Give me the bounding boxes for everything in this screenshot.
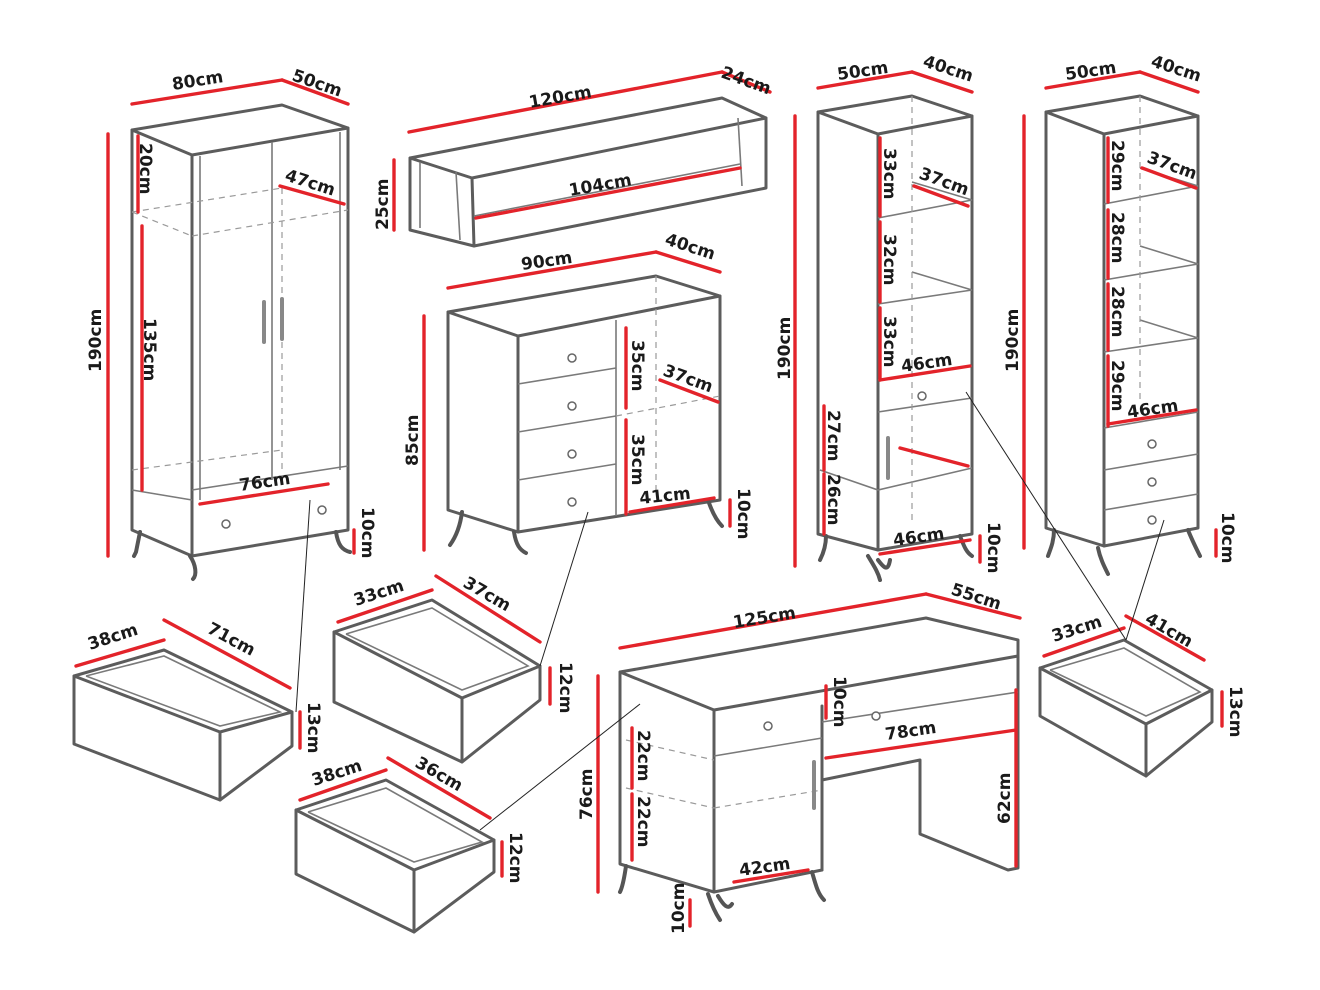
bookcase-door-width-label: 50cm [836, 58, 890, 85]
chest-depth-label: 40cm [662, 230, 717, 265]
chest-width-label: 90cm [520, 248, 574, 275]
bookcase-drawers-height-label: 190cm [1003, 309, 1023, 372]
desk-height-label: 76cm [577, 769, 597, 820]
desk-width-label: 125cm [732, 603, 798, 633]
wardrobe-depth-label: 50cm [289, 66, 344, 102]
chest-shelf-upper-label: 35cm [627, 340, 647, 391]
bookcase-drawers-depth-label: 40cm [1148, 52, 1203, 87]
desk-drawer: 38cm 36cm 12cm [294, 753, 525, 934]
bookcase-drawers-shelf-2-label: 28cm [1107, 212, 1127, 263]
desk-drawer-height-label: 10cm [829, 676, 849, 727]
bookcase-door-shelf-3-label: 33cm [879, 316, 899, 367]
bookcase-door-depth-label: 40cm [920, 52, 975, 87]
desk-leg-height-label: 10cm [669, 883, 689, 934]
bookcase-drawers-shelf-4-label: 29cm [1107, 360, 1127, 411]
wall-shelf-width-label: 120cm [527, 82, 593, 113]
bookcase-door-door-upper-label: 27cm [823, 410, 843, 461]
wall-shelf: 120cm 24cm 25cm 104cm [373, 63, 773, 248]
wardrobe-hanging-label: 135cm [139, 318, 159, 381]
bookcase-drawer-height-label: 13cm [1225, 686, 1245, 737]
bookcase-door-shelf-1-label: 33cm [879, 148, 899, 199]
chest-height-label: 85cm [403, 415, 423, 466]
bookcase-drawer: 33cm 41cm 13cm [1038, 609, 1245, 778]
chest-drawer-depth-label: 33cm [351, 576, 406, 611]
desk-drawer-height-label: 12cm [505, 832, 525, 883]
bookcase-door: 50cm 40cm 190cm 33cm 37cm 32cm 33cm 46cm… [775, 52, 1003, 582]
wardrobe-top-section-label: 20cm [135, 143, 155, 194]
bookcase-door-height-label: 190cm [775, 317, 795, 380]
bookcase-drawers-leg-height-label: 10cm [1217, 512, 1237, 563]
wardrobe-leg-height-label: 10cm [357, 507, 377, 558]
chest: 90cm 40cm 85cm 35cm 37cm 35cm 41cm 10cm [403, 230, 753, 555]
bookcase-drawers-width-label: 50cm [1064, 58, 1118, 85]
desk: 125cm 55cm 76cm 10cm 78cm 62cm 22cm 22cm… [577, 580, 1022, 934]
desk-shelf-upper-label: 22cm [633, 730, 653, 781]
chest-drawer: 33cm 37cm 12cm [332, 573, 575, 764]
wall-shelf-depth-label: 24cm [718, 63, 773, 99]
bookcase-drawers: 50cm 40cm 190cm 29cm 37cm 28cm 28cm 29cm… [1003, 52, 1237, 576]
chest-shelf-lower-label: 35cm [627, 434, 647, 485]
wall-shelf-height-label: 25cm [373, 179, 393, 230]
bookcase-drawer-depth-label: 33cm [1049, 612, 1104, 647]
wardrobe-drawer: 38cm 71cm 13cm [72, 618, 323, 802]
bookcase-drawer-width-label: 41cm [1142, 609, 1197, 652]
desk-knee-height-label: 62cm [995, 773, 1015, 824]
wardrobe-height-label: 190cm [86, 309, 106, 372]
leader-lines [295, 391, 1165, 831]
wardrobe-drawer-height-label: 13cm [303, 702, 323, 753]
bookcase-door-shelf-2-label: 32cm [879, 234, 899, 285]
desk-depth-label: 55cm [948, 580, 1003, 615]
bookcase-drawers-shelf-1-label: 29cm [1107, 140, 1127, 191]
bookcase-door-door-lower-label: 26cm [823, 474, 843, 525]
desk-shelf-lower-label: 22cm [633, 796, 653, 847]
wardrobe: 80cm 50cm 190cm 20cm 47cm 135cm 76cm 10c… [86, 66, 377, 581]
chest-leg-height-label: 10cm [733, 488, 753, 539]
chest-drawer-height-label: 12cm [555, 662, 575, 713]
bookcase-door-leg-height-label: 10cm [983, 522, 1003, 573]
bookcase-drawers-shelf-3-label: 28cm [1107, 286, 1127, 337]
